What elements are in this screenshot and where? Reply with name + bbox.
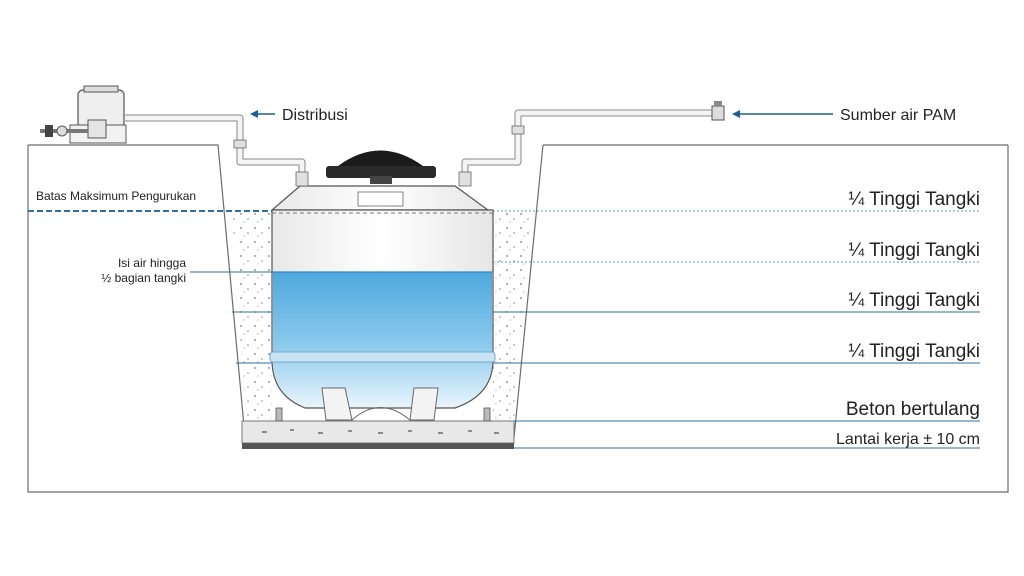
label-quarter-3: ¼ Tinggi Tangki (848, 290, 980, 311)
water-fill (273, 272, 492, 407)
label-batas-maksimum: Batas Maksimum Pengurukan (36, 189, 196, 203)
concrete-slab (241, 420, 515, 449)
inlet-pipe (458, 109, 722, 187)
label-lantai: Lantai kerja ± 10 cm (836, 431, 980, 448)
left-leader-lines (190, 271, 273, 364)
label-distribusi: Distribusi (282, 107, 348, 124)
distribution-pipe (125, 114, 309, 187)
label-sumber-air: Sumber air PAM (840, 107, 956, 124)
quarter-leader-lines (493, 210, 980, 449)
label-isi-air-line2: ½ bagian tangki (101, 271, 186, 285)
label-isi-air-line1: Isi air hingga (118, 256, 186, 270)
valve-icon (711, 101, 725, 121)
label-beton: Beton bertulang (846, 399, 980, 420)
work-floor-base (242, 443, 514, 449)
water-tank (269, 150, 496, 422)
pump-icon (40, 85, 127, 144)
label-quarter-1: ¼ Tinggi Tangki (848, 189, 980, 210)
ground-outline (27, 144, 1009, 493)
tank-lid (338, 150, 423, 166)
label-quarter-2: ¼ Tinggi Tangki (848, 240, 980, 261)
arrow-left-icon (732, 110, 833, 118)
arrow-left-icon (250, 110, 275, 118)
label-quarter-4: ¼ Tinggi Tangki (848, 341, 980, 362)
